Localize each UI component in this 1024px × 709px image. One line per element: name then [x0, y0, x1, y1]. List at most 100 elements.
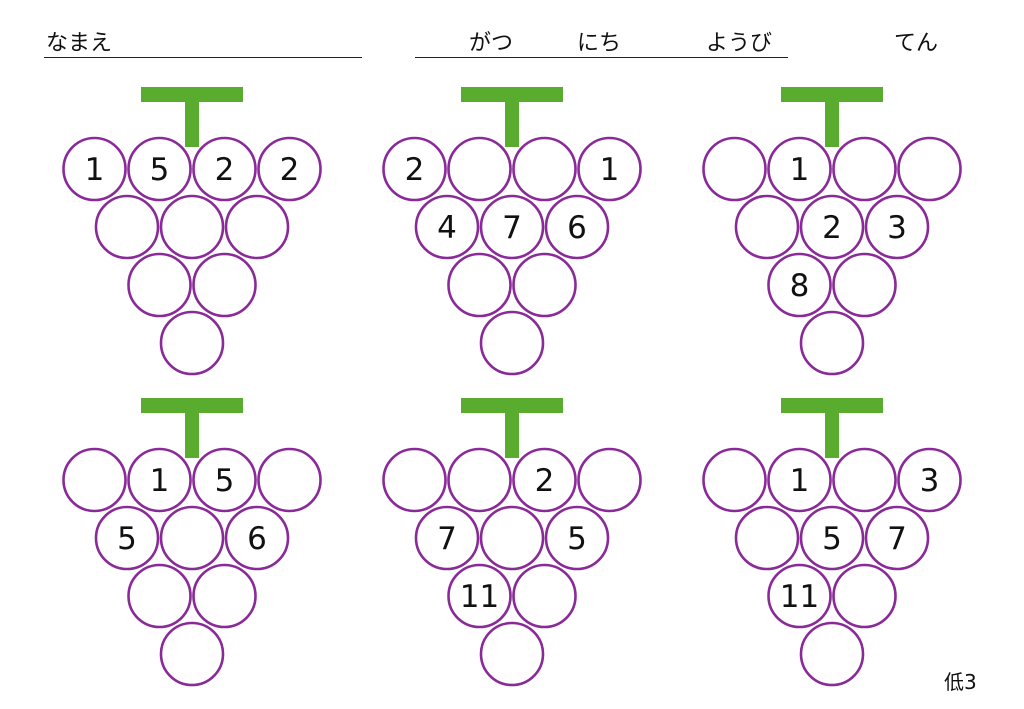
grape-circle[interactable]: [512, 252, 577, 318]
grape-circle[interactable]: [62, 447, 127, 513]
grape-number: 3: [887, 210, 907, 246]
grape-circle: [799, 194, 865, 260]
grape-circle[interactable]: [257, 447, 322, 513]
stem-bar: [141, 87, 243, 102]
grape-circle: [897, 447, 962, 513]
grape-circle[interactable]: [734, 194, 800, 260]
grape-circle: [767, 447, 832, 513]
grape-circle: [127, 447, 192, 513]
grape-number: 5: [150, 152, 170, 188]
grape-number: 1: [85, 152, 105, 188]
grape-circle: [224, 505, 290, 571]
grape-number: 2: [215, 152, 235, 188]
grape-circle: [544, 194, 610, 260]
grape-circle[interactable]: [159, 621, 225, 687]
grape-number: 6: [567, 210, 587, 246]
grape-circle: [62, 136, 127, 202]
stem: [505, 408, 519, 458]
grape-number: 2: [405, 152, 425, 188]
level-label: 低3: [944, 670, 977, 694]
grape-circle: [767, 252, 832, 318]
stem: [185, 97, 199, 147]
grape-circle: [127, 136, 192, 202]
grape-circle[interactable]: [832, 447, 897, 513]
grape-circle[interactable]: [447, 252, 512, 318]
grape-circle: [864, 194, 930, 260]
grape-circle: [767, 563, 832, 629]
grape-circle[interactable]: [94, 194, 160, 260]
grape-circle: [382, 136, 447, 202]
grape-bunch-5: 2 7 5 11: [382, 398, 642, 687]
weekday-label: ようび: [706, 31, 773, 56]
grape-circle[interactable]: [832, 136, 897, 202]
grape-circle: [447, 563, 512, 629]
name-line: [44, 57, 362, 58]
stem: [185, 408, 199, 458]
grape-circle[interactable]: [832, 252, 897, 318]
grape-circle[interactable]: [702, 136, 767, 202]
grape-number: 1: [790, 463, 810, 499]
grape-circle[interactable]: [159, 505, 225, 571]
grape-circle[interactable]: [447, 136, 512, 202]
grape-circle[interactable]: [159, 194, 225, 260]
grape-number: 5: [567, 521, 587, 557]
grape-circle[interactable]: [897, 136, 962, 202]
grape-circle[interactable]: [734, 505, 800, 571]
stem: [825, 97, 839, 147]
grape-number: 11: [780, 579, 819, 615]
grape-number: 2: [822, 210, 842, 246]
grape-circle: [544, 505, 610, 571]
grape-circle[interactable]: [479, 505, 545, 571]
grape-circle: [767, 136, 832, 202]
grape-circle[interactable]: [512, 563, 577, 629]
grape-number: 11: [460, 579, 499, 615]
grape-circle[interactable]: [479, 621, 545, 687]
grape-circle[interactable]: [832, 563, 897, 629]
grape-circle[interactable]: [224, 194, 290, 260]
grape-number: 8: [790, 268, 810, 304]
grape-circle: [414, 505, 480, 571]
grape-circle: [577, 136, 642, 202]
stem-bar: [461, 398, 563, 413]
grape-number: 4: [437, 210, 457, 246]
grape-circle[interactable]: [479, 310, 545, 376]
grape-circle[interactable]: [702, 447, 767, 513]
grape-circle[interactable]: [447, 447, 512, 513]
grape-circle: [192, 447, 257, 513]
grape-number: 5: [822, 521, 842, 557]
grape-number: 5: [215, 463, 235, 499]
month-label: がつ: [469, 31, 514, 56]
grape-circle[interactable]: [799, 621, 865, 687]
grape-number: 1: [150, 463, 170, 499]
grape-number: 6: [247, 521, 267, 557]
grape-circle[interactable]: [799, 310, 865, 376]
grape-circle[interactable]: [577, 447, 642, 513]
grape-circle: [414, 194, 480, 260]
grape-number: 7: [502, 210, 522, 246]
grape-circle[interactable]: [127, 563, 192, 629]
grape-circle[interactable]: [159, 310, 225, 376]
grape-number: 2: [280, 152, 300, 188]
name-label: なまえ: [46, 31, 113, 56]
grape-circle: [257, 136, 322, 202]
grape-number: 5: [117, 521, 137, 557]
grape-circle[interactable]: [192, 252, 257, 318]
grape-number: 2: [535, 463, 555, 499]
grape-circle[interactable]: [512, 136, 577, 202]
stem-bar: [781, 87, 883, 102]
grape-bunch-2: 2 1 4 7 6: [382, 87, 642, 376]
grape-circle[interactable]: [127, 252, 192, 318]
grape-circle[interactable]: [382, 447, 447, 513]
grape-circle: [799, 505, 865, 571]
grape-number: 7: [437, 521, 457, 557]
grape-circle: [479, 194, 545, 260]
stem-bar: [781, 398, 883, 413]
grape-number: 1: [600, 152, 620, 188]
grape-circle[interactable]: [192, 563, 257, 629]
grape-circle: [94, 505, 160, 571]
